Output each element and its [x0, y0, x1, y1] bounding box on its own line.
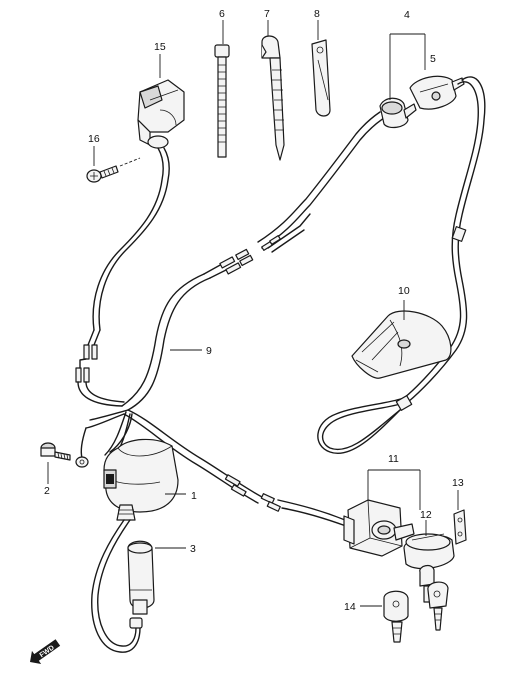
callout-9: 9: [206, 345, 212, 357]
stop-switch-wire[interactable]: [317, 76, 486, 455]
harness-connector: [266, 501, 281, 512]
clamp-part-8[interactable]: [311, 39, 331, 117]
harness-connector: [230, 484, 247, 497]
cover-part-10[interactable]: [351, 310, 452, 379]
harness-connector: [225, 262, 242, 275]
high-tension-cord[interactable]: [91, 519, 143, 653]
callout-6: 6: [219, 8, 225, 20]
switch-nut-part-12[interactable]: [403, 533, 455, 570]
forward-arrow-badge: FWD: [30, 639, 61, 664]
callout-1: 1: [191, 490, 197, 502]
handlebar-switch-part-15[interactable]: [137, 79, 185, 149]
bolt-part-2[interactable]: [40, 442, 71, 461]
fwd-label: FWD: [39, 644, 56, 659]
harness-connector: [235, 248, 250, 261]
harness-connector: [75, 367, 82, 383]
harness-connector: [224, 474, 241, 487]
callout-8: 8: [314, 8, 320, 20]
harness-connector: [83, 344, 90, 360]
harness-connector: [239, 254, 254, 267]
callout-12: 12: [420, 509, 432, 521]
callout-4: 4: [404, 9, 410, 21]
spark-plug-cap-part-3[interactable]: [127, 540, 155, 615]
clamp-tie-part-7[interactable]: [261, 35, 285, 161]
spare-key[interactable]: [427, 581, 449, 631]
callout-14: 14: [344, 601, 356, 613]
main-switch-part-11[interactable]: [343, 499, 415, 557]
callout-10: 10: [398, 285, 410, 297]
callout-7: 7: [264, 8, 270, 20]
wiring-harness[interactable]: [75, 111, 385, 527]
ignition-coil-part-1[interactable]: [103, 438, 179, 521]
harness-connector: [269, 235, 281, 245]
callout-5: 5: [430, 53, 436, 65]
ground-wire[interactable]: [75, 427, 89, 468]
harness-connector: [219, 256, 236, 269]
callout-11: 11: [388, 453, 399, 465]
stop-switch-part-4[interactable]: [379, 75, 465, 129]
callout-2: 2: [44, 485, 50, 497]
harness-connector: [260, 493, 275, 504]
harness-connector: [91, 344, 98, 360]
callout-3: 3: [190, 543, 196, 555]
harness-connector: [83, 367, 90, 383]
callout-16: 16: [88, 133, 100, 145]
cable-tie-part-6[interactable]: [214, 44, 230, 158]
leader-lines: [47, 20, 459, 607]
screw-part-16[interactable]: [86, 157, 141, 183]
callout-13: 13: [452, 477, 464, 489]
key-part-14[interactable]: [383, 590, 409, 643]
plate-part-13[interactable]: [453, 509, 467, 545]
callout-15: 15: [154, 41, 166, 53]
